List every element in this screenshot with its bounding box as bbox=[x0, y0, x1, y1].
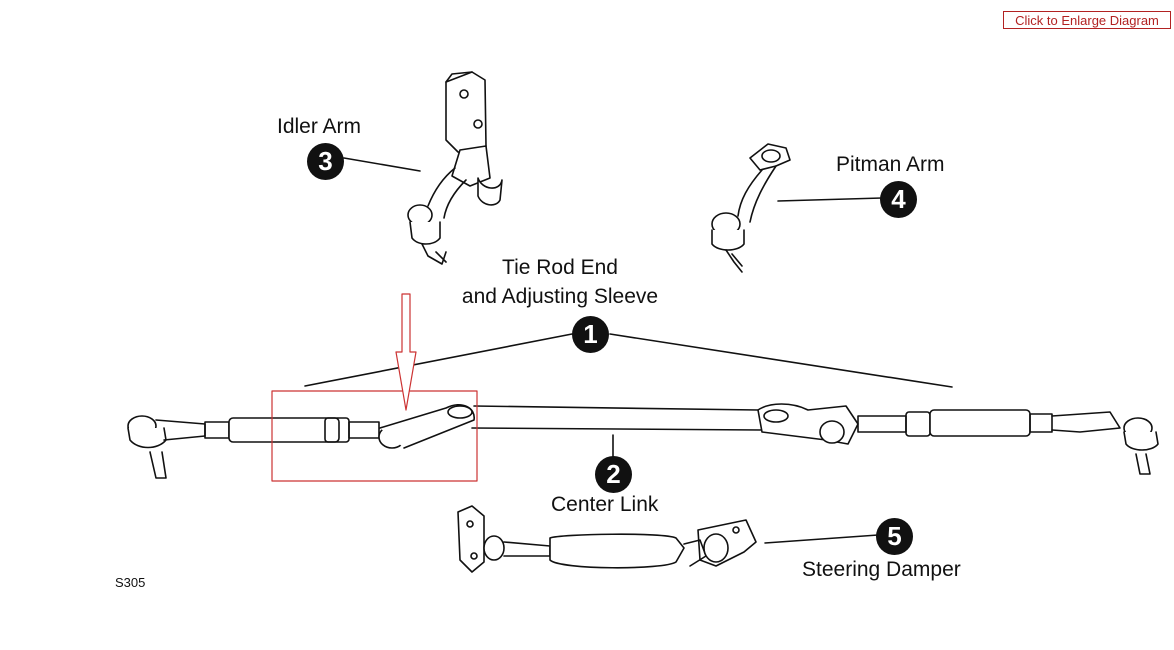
part-1-label-line1: Tie Rod End bbox=[502, 256, 618, 279]
part-2-label: Center Link bbox=[551, 493, 659, 516]
callout-3: 3 bbox=[307, 143, 344, 180]
callout-2: 2 bbox=[595, 456, 632, 493]
part-1-label-line2: and Adjusting Sleeve bbox=[461, 285, 659, 308]
idler-arm-drawing bbox=[407, 71, 503, 265]
callout-5: 5 bbox=[876, 518, 913, 555]
highlight-marker bbox=[271, 293, 478, 482]
pitman-arm-drawing bbox=[711, 143, 791, 273]
leader-lines bbox=[304, 157, 953, 544]
callout-1: 1 bbox=[572, 316, 609, 353]
diagram-code: S305 bbox=[115, 575, 146, 590]
enlarge-diagram-button[interactable]: Click to Enlarge Diagram bbox=[1003, 11, 1171, 29]
steering-linkage-drawing bbox=[127, 403, 1159, 479]
part-3-label: Idler Arm bbox=[277, 115, 362, 138]
callout-4: 4 bbox=[880, 181, 917, 218]
part-5-label: Steering Damper bbox=[802, 558, 961, 581]
part-4-label: Pitman Arm bbox=[836, 153, 945, 176]
steering-damper-drawing bbox=[457, 505, 757, 573]
